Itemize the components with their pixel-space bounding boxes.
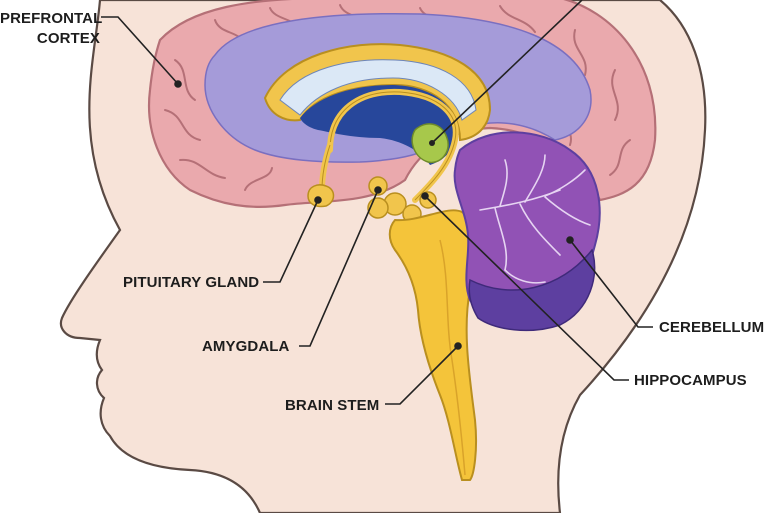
leader-prefrontal [101,16,179,85]
label-brain-stem: BRAIN STEM [285,397,380,414]
leader-hippocampus [424,195,629,381]
leader-lines [101,0,653,405]
label-amygdala: AMYGDALA [202,338,290,355]
pituitary-gland-shape [307,184,335,208]
label-hippocampus: HIPPOCAMPUS [634,372,747,389]
leader-top-right [431,0,583,144]
gyri-folds [164,4,631,191]
leader-pituitary [263,199,319,283]
corpus-callosum-inner [279,59,477,121]
cerebellum-lower-lobe [468,248,596,332]
leader-brain-stem [385,345,459,405]
label-prefrontal-line1: PREFRONTAL [0,10,103,27]
leader-amygdala [299,189,379,347]
label-prefrontal-line2: CORTEX [36,30,100,47]
leader-cerebellum [569,239,653,328]
arbor-vitae [479,154,591,284]
label-cerebellum: CEREBELLUM [659,319,765,336]
label-pituitary-gland: PITUITARY GLAND [123,274,260,291]
